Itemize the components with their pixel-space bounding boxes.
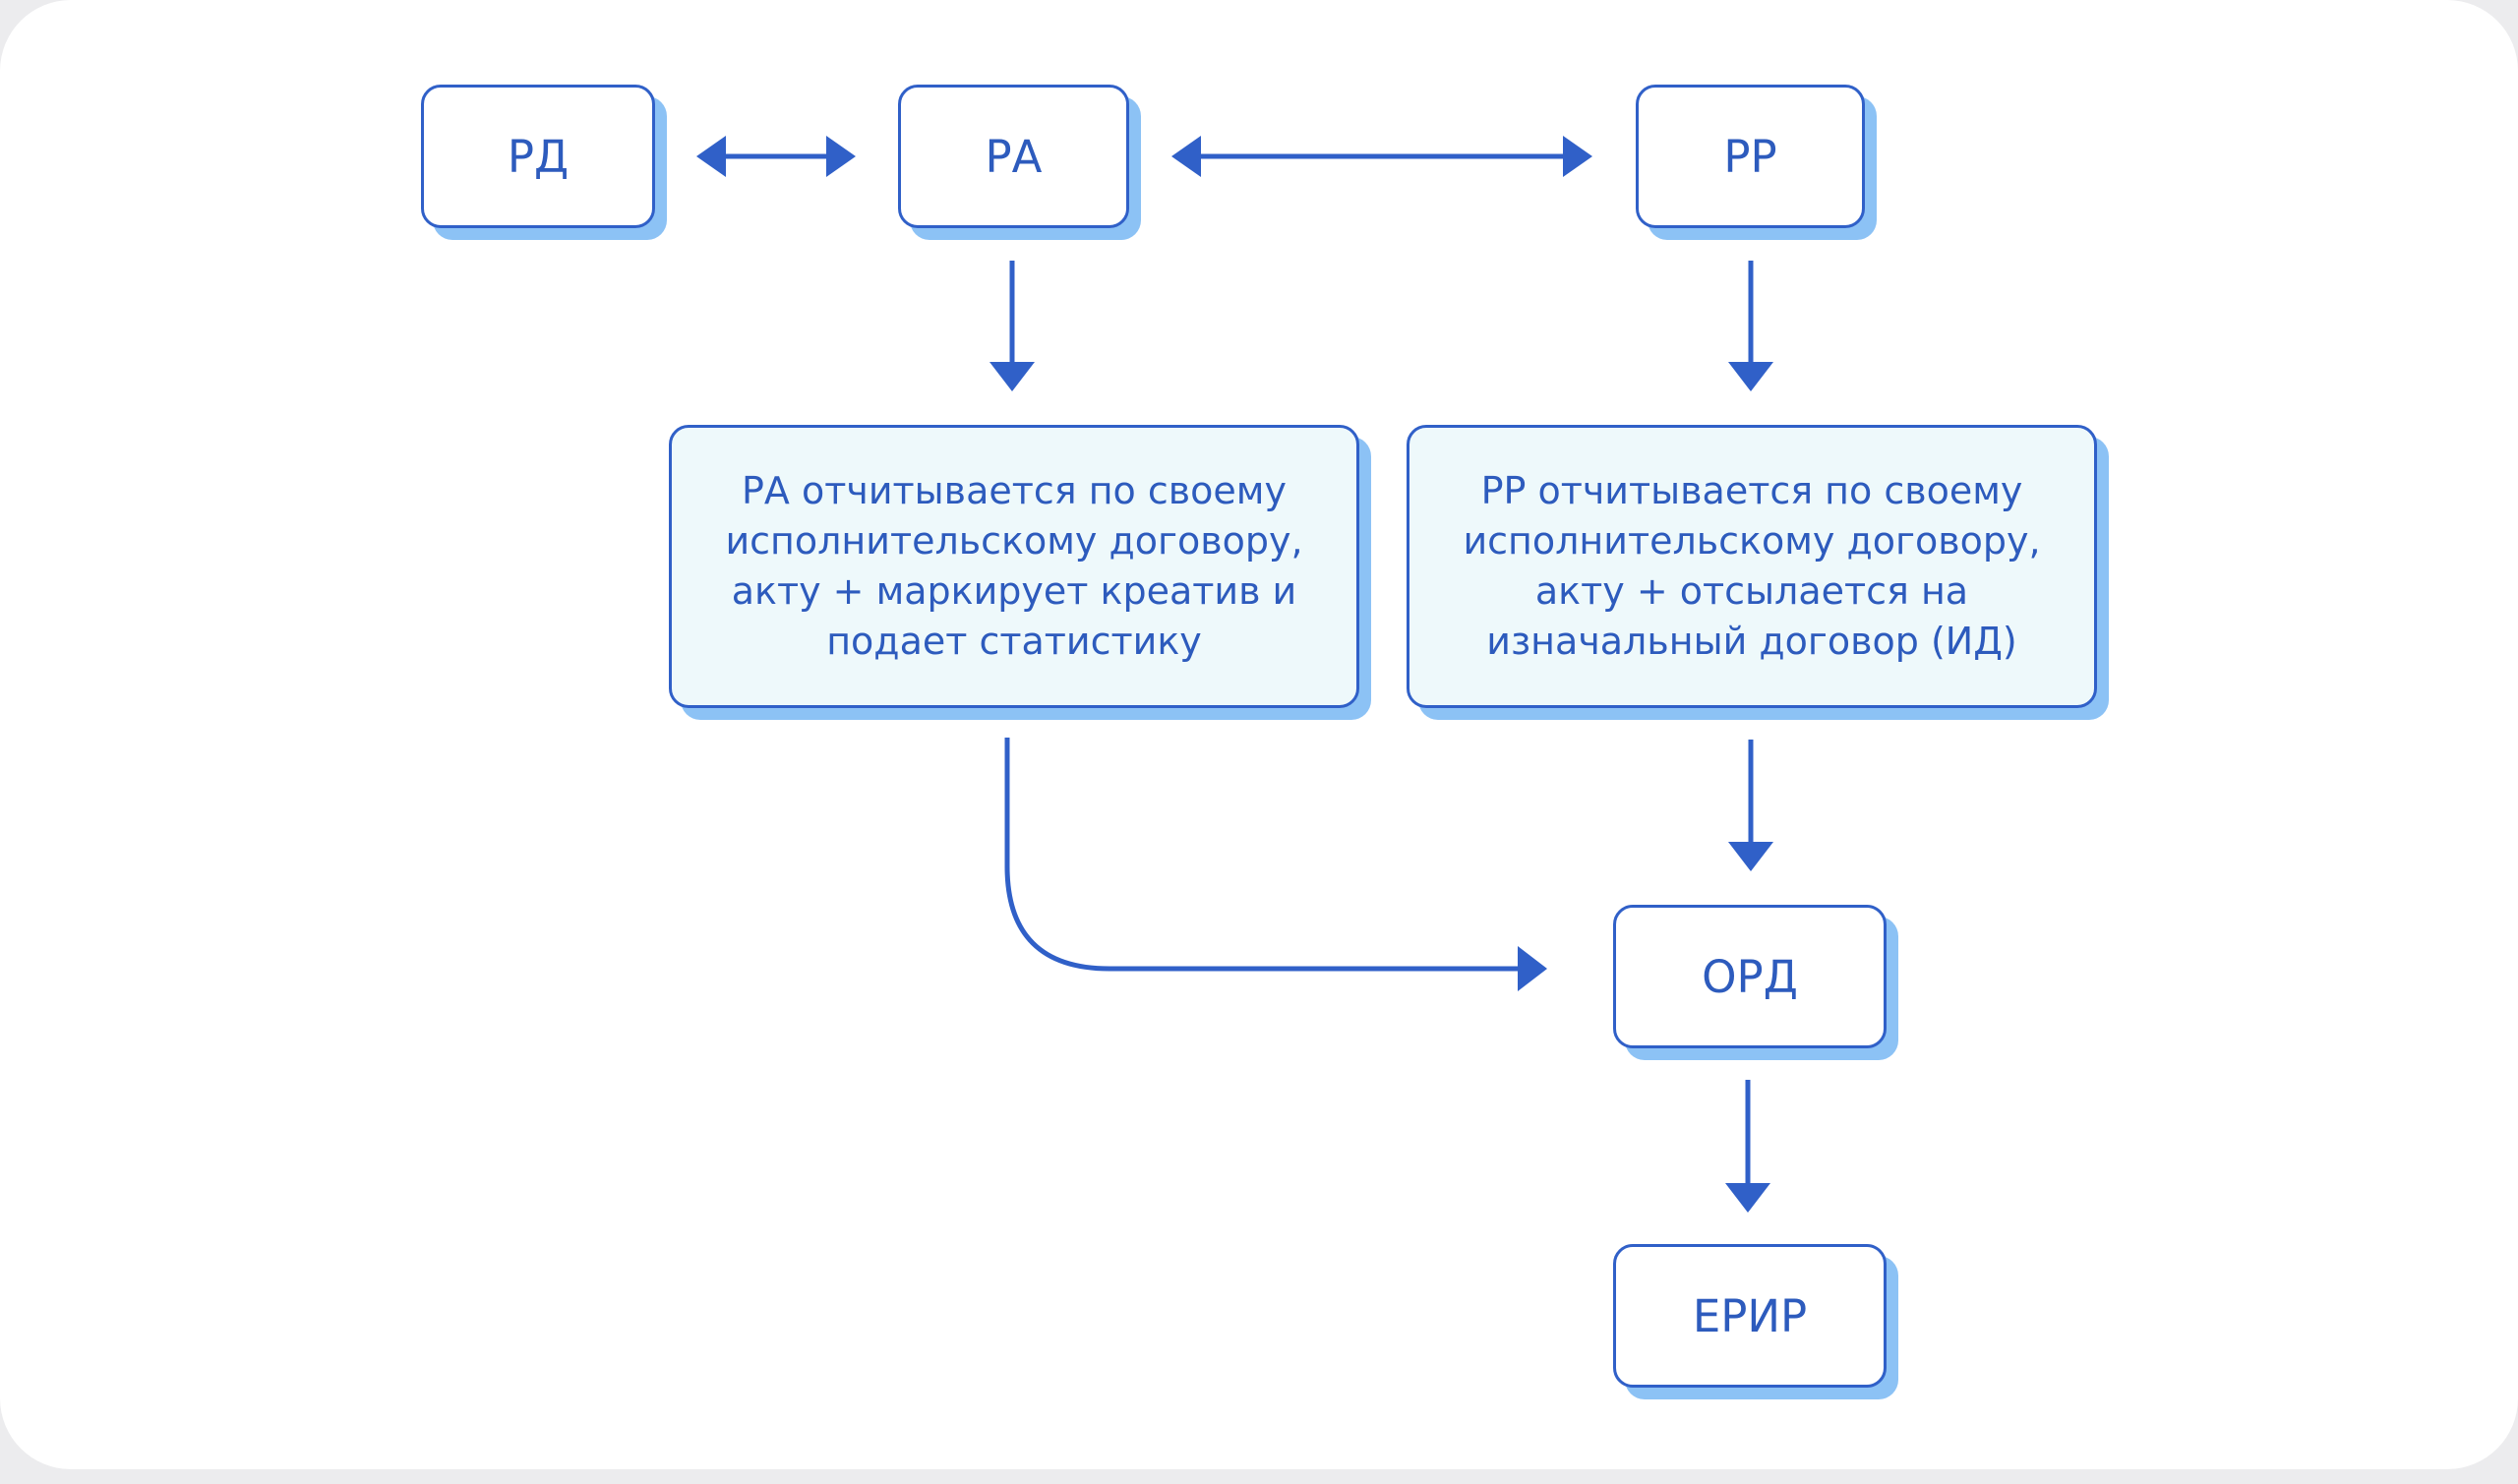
node-ra: РА — [898, 85, 1129, 228]
node-rr: РР — [1636, 85, 1865, 228]
node-ord-label: ОРД — [1702, 950, 1798, 1003]
arrowhead-right — [1518, 946, 1547, 991]
arrowhead-right — [826, 136, 856, 177]
arrowhead-left — [1171, 136, 1201, 177]
node-rr-label: РР — [1723, 130, 1777, 183]
node-ra-report-text: РА отчитывается по своему исполнительско… — [725, 469, 1303, 663]
node-ra-label: РА — [985, 130, 1043, 183]
arrowhead-right — [1563, 136, 1592, 177]
node-rr-report: РР отчитывается по своему исполнительско… — [1407, 425, 2097, 708]
arrowhead-down — [1728, 842, 1773, 871]
node-ord: ОРД — [1613, 905, 1887, 1048]
node-erir-label: ЕРИР — [1692, 1289, 1808, 1342]
node-rr-report-text: РР отчитывается по своему исполнительско… — [1463, 469, 2041, 663]
node-rd-label: РД — [507, 130, 570, 183]
arrowhead-left — [696, 136, 726, 177]
arrowhead-down — [1725, 1183, 1770, 1213]
node-rd: РД — [421, 85, 655, 228]
edge-ra-report-ord — [1004, 738, 1520, 972]
arrowhead-down — [989, 362, 1035, 391]
arrowhead-down — [1728, 362, 1773, 391]
node-ra-report: РА отчитывается по своему исполнительско… — [669, 425, 1359, 708]
node-erir: ЕРИР — [1613, 1244, 1887, 1388]
